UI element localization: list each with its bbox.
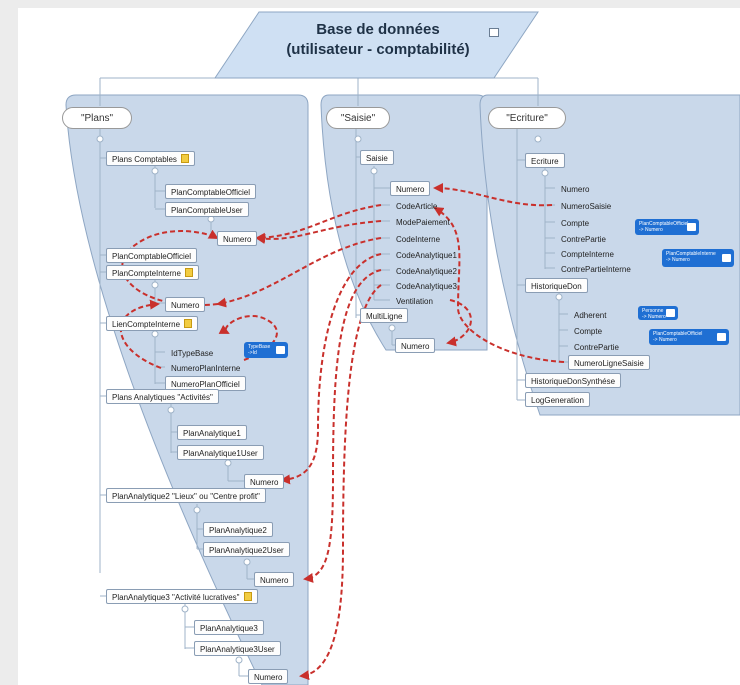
tag-plan-comptable-officiel-don[interactable]: PlanComptableOfficiel -> Numero — [649, 329, 729, 345]
note-icon[interactable] — [243, 592, 252, 601]
node-plan-analytique2-user[interactable]: PlanAnalytique2User — [203, 542, 290, 557]
title-shape — [214, 11, 539, 79]
node-ecriture-numero[interactable]: Numero — [561, 185, 590, 194]
node-code-analytique1[interactable]: CodeAnalytique1 — [396, 251, 457, 260]
node-adherent[interactable]: Adherent — [574, 311, 607, 320]
node-historique-don-synthese[interactable]: HistoriqueDonSynthése — [525, 373, 622, 388]
node-log-generation[interactable]: LogGeneration — [525, 392, 590, 407]
note-icon[interactable] — [184, 268, 193, 277]
column-saisie[interactable]: "Saisie" — [326, 107, 390, 129]
node-saisie[interactable]: Saisie — [360, 150, 394, 165]
title-line-1: Base de données — [316, 21, 440, 38]
node-numero-1[interactable]: Numero — [217, 231, 258, 246]
tag-icon — [687, 223, 696, 231]
node-numero-saisie[interactable]: NumeroSaisie — [561, 202, 612, 211]
note-icon[interactable] — [180, 154, 189, 163]
arrow-code-article — [255, 204, 382, 243]
tag-icon — [276, 346, 285, 354]
node-compte-interne[interactable]: CompteInterne — [561, 250, 614, 259]
arrow-code-interne — [216, 237, 382, 308]
node-numero-ligne-saisie[interactable]: NumeroLigneSaisie — [568, 355, 650, 370]
node-numero-2[interactable]: Numero — [165, 297, 206, 312]
node-multi-numero[interactable]: Numero — [395, 338, 436, 353]
tag-type-base[interactable]: TypeBase ->Id — [244, 342, 288, 358]
node-contre-partie-don[interactable]: ContrePartie — [574, 343, 619, 352]
tag-icon — [666, 309, 675, 317]
tag-plan-comptable-interne[interactable]: PlanComptableInterne -> Numero — [662, 249, 734, 267]
node-code-interne[interactable]: CodeInterne — [396, 235, 441, 244]
note-icon[interactable] — [184, 319, 193, 328]
node-contre-partie[interactable]: ContrePartie — [561, 235, 606, 244]
node-lien-compte-interne[interactable]: LienCompteInterne — [106, 316, 199, 331]
node-mode-paiement[interactable]: ModePaiement — [396, 218, 450, 227]
node-compte-don[interactable]: Compte — [574, 327, 603, 336]
column-ecriture[interactable]: "Ecriture" — [488, 107, 566, 129]
arrow-mode-paiement — [255, 220, 382, 244]
node-plans-analytiques-activites[interactable]: Plans Analytiques "Activités" — [106, 389, 219, 404]
node-numero-3[interactable]: Numero — [244, 474, 285, 489]
node-contre-partie-interne[interactable]: ContrePartieInterne — [561, 265, 631, 274]
arrow-numero-saisie — [433, 183, 553, 207]
node-ventilation[interactable]: Ventilation — [396, 297, 433, 306]
node-multi-ligne[interactable]: MultiLigne — [360, 308, 409, 323]
node-code-article[interactable]: CodeArticle — [396, 202, 438, 211]
node-ecriture[interactable]: Ecriture — [525, 153, 565, 168]
filter-icon[interactable] — [489, 28, 499, 37]
node-plan-compte-interne[interactable]: PlanCompteInterne — [106, 265, 199, 280]
tag-icon — [722, 254, 731, 262]
arrow-numero-ligne-saisie — [433, 206, 565, 363]
node-numero-5[interactable]: Numero — [248, 669, 289, 684]
node-saisie-numero[interactable]: Numero — [390, 181, 431, 196]
node-numero-4[interactable]: Numero — [254, 572, 295, 587]
node-plan-analytique2-lieux[interactable]: PlanAnalytique2 "Lieux" ou "Centre profi… — [106, 488, 266, 503]
arrow-code-analytique2 — [303, 269, 382, 583]
node-plan-analytique1[interactable]: PlanAnalytique1 — [177, 425, 247, 440]
title-line-2: (utilisateur - comptabilité) — [286, 41, 470, 58]
node-code-analytique2[interactable]: CodeAnalytique2 — [396, 267, 457, 276]
tag-icon — [717, 333, 726, 341]
node-plan-comptable-officiel-child[interactable]: PlanComptableOfficiel — [165, 184, 257, 199]
node-id-type-base[interactable]: IdTypeBase — [171, 349, 214, 358]
node-historique-don[interactable]: HistoriqueDon — [525, 278, 588, 293]
node-plan-analytique3-activite[interactable]: PlanAnalytique3 "Activité lucratives" — [106, 589, 258, 604]
diagram-title: Base de données (utilisateur - comptabil… — [254, 20, 502, 60]
column-plans[interactable]: "Plans" — [62, 107, 132, 129]
node-compte[interactable]: Compte — [561, 219, 590, 228]
node-plan-analytique2[interactable]: PlanAnalytique2 — [203, 522, 273, 537]
node-plan-comptable-officiel[interactable]: PlanComptableOfficiel — [106, 248, 198, 263]
tag-plan-comptable-officiel[interactable]: PlanComptableOfficiel -> Numero — [635, 219, 699, 235]
arrow-code-analytique3 — [299, 284, 382, 681]
tag-personne[interactable]: Personne -> Numero — [638, 306, 678, 320]
node-code-analytique3[interactable]: CodeAnalytique3 — [396, 282, 457, 291]
mind-map-canvas: Base de données (utilisateur - comptabil… — [18, 8, 740, 685]
node-plan-analytique1-user[interactable]: PlanAnalytique1User — [177, 445, 264, 460]
node-plans-comptables[interactable]: Plans Comptables — [106, 151, 195, 166]
arrow-code-analytique1 — [280, 253, 382, 485]
node-plan-analytique3-user[interactable]: PlanAnalytique3User — [194, 641, 281, 656]
node-plan-comptable-user[interactable]: PlanComptableUser — [165, 202, 249, 217]
node-plan-analytique3[interactable]: PlanAnalytique3 — [194, 620, 264, 635]
node-numero-plan-interne[interactable]: NumeroPlanInterne — [171, 364, 241, 373]
